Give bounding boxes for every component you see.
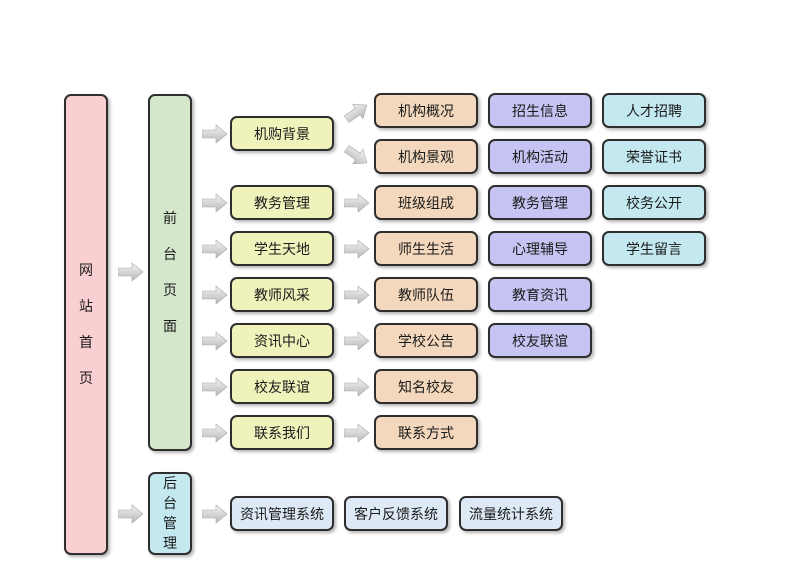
vertical-char: 后: [163, 475, 177, 492]
flow-arrow-icon: [344, 193, 370, 213]
flow-arrow-icon: [344, 377, 370, 397]
page-node: 招生信息: [488, 93, 592, 128]
section-node: 联系我们: [230, 415, 334, 450]
page-node: 教育资讯: [488, 277, 592, 312]
vertical-char: 站: [79, 298, 93, 315]
page-node: 机构概况: [374, 93, 478, 128]
vertical-char: 前: [163, 210, 177, 227]
page-node: 学校公告: [374, 323, 478, 358]
vertical-char: 台: [163, 246, 177, 263]
vertical-char: 页: [79, 370, 93, 387]
backend-management-node: 后台管理: [148, 472, 192, 555]
vertical-char: 页: [163, 282, 177, 299]
flow-arrow-icon: [118, 262, 144, 282]
page-node: 知名校友: [374, 369, 478, 404]
section-node: 资讯中心: [230, 323, 334, 358]
flow-arrow-icon: [343, 144, 368, 165]
page-node: 荣誉证书: [602, 139, 706, 174]
page-node: 教师队伍: [374, 277, 478, 312]
vertical-char: 面: [163, 318, 177, 335]
vertical-char: 首: [79, 334, 93, 351]
flow-arrow-icon: [344, 285, 370, 305]
page-node: 机构景观: [374, 139, 478, 174]
page-node: 教务管理: [488, 185, 592, 220]
section-node: 校友联谊: [230, 369, 334, 404]
flow-arrow-icon: [202, 124, 228, 144]
page-node: 师生生活: [374, 231, 478, 266]
flow-arrow-icon: [344, 423, 370, 443]
vertical-char: 网: [79, 262, 93, 279]
page-node: 学生留言: [602, 231, 706, 266]
section-node: 机购背景: [230, 116, 334, 151]
flow-arrow-icon: [202, 239, 228, 259]
flow-arrow-icon: [343, 103, 368, 124]
flow-arrow-icon: [118, 504, 144, 524]
section-node: 教务管理: [230, 185, 334, 220]
backend-system-node: 资讯管理系统: [230, 496, 334, 531]
page-node: 联系方式: [374, 415, 478, 450]
section-node: 教师风采: [230, 277, 334, 312]
section-node: 学生天地: [230, 231, 334, 266]
flow-arrow-icon: [344, 239, 370, 259]
vertical-char: 管: [163, 515, 177, 532]
page-node: 校务公开: [602, 185, 706, 220]
page-node: 校友联谊: [488, 323, 592, 358]
flow-arrow-icon: [202, 285, 228, 305]
page-node: 人才招聘: [602, 93, 706, 128]
flow-arrow-icon: [202, 193, 228, 213]
page-node: 班级组成: [374, 185, 478, 220]
flow-arrow-icon: [202, 504, 228, 524]
vertical-char: 理: [163, 535, 177, 552]
flow-arrow-icon: [344, 331, 370, 351]
backend-system-node: 流量统计系统: [459, 496, 563, 531]
home-page-node: 网站首页: [64, 94, 108, 555]
frontend-pages-node: 前台页面: [148, 94, 192, 451]
backend-system-node: 客户反馈系统: [344, 496, 448, 531]
page-node: 机构活动: [488, 139, 592, 174]
vertical-char: 台: [163, 495, 177, 512]
flow-arrow-icon: [202, 331, 228, 351]
flow-arrow-icon: [202, 423, 228, 443]
flow-arrow-icon: [202, 377, 228, 397]
page-node: 心理辅导: [488, 231, 592, 266]
